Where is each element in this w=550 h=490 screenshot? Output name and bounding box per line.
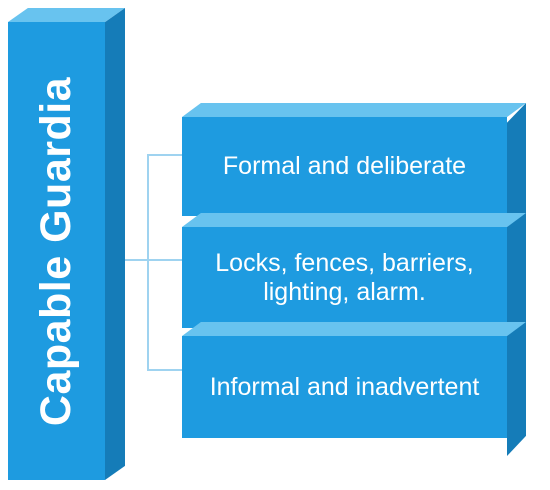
- main-bar: [8, 22, 105, 480]
- item-box-1: Formal and deliberate: [182, 103, 526, 234]
- item-box-2-text: Locks, fences, barriers, lighting, alarm…: [215, 248, 474, 306]
- connector-branch-2: [147, 259, 182, 261]
- item-box-2-side-face: [507, 213, 526, 346]
- item-box-3-text: Informal and inadvertent: [209, 372, 480, 401]
- item-box-1-front: Formal and deliberate: [182, 117, 507, 216]
- item-box-3-side-face: [507, 322, 526, 456]
- item-box-1-side-face: [507, 103, 526, 234]
- item-box-1-top-face: [182, 103, 526, 117]
- item-box-3: Informal and inadvertent: [182, 322, 526, 456]
- connector-branch-1: [147, 154, 182, 156]
- item-box-1-text: Formal and deliberate: [222, 152, 467, 180]
- main-bar-label: Capable Guardia: [32, 76, 80, 426]
- main-bar-label-wrap: Capable Guardia: [8, 22, 105, 480]
- item-box-2-front: Locks, fences, barriers, lighting, alarm…: [182, 227, 507, 328]
- item-box-3-front: Informal and inadvertent: [182, 336, 507, 438]
- connector-branch-3: [147, 369, 182, 371]
- main-bar-side-face: [105, 8, 125, 480]
- item-box-2: Locks, fences, barriers, lighting, alarm…: [182, 213, 526, 346]
- main-bar-top-face: [8, 8, 125, 22]
- connector-horizontal-main: [105, 259, 147, 261]
- item-box-2-top-face: [182, 213, 526, 227]
- item-box-3-top-face: [182, 322, 526, 336]
- connector-vertical: [147, 154, 149, 370]
